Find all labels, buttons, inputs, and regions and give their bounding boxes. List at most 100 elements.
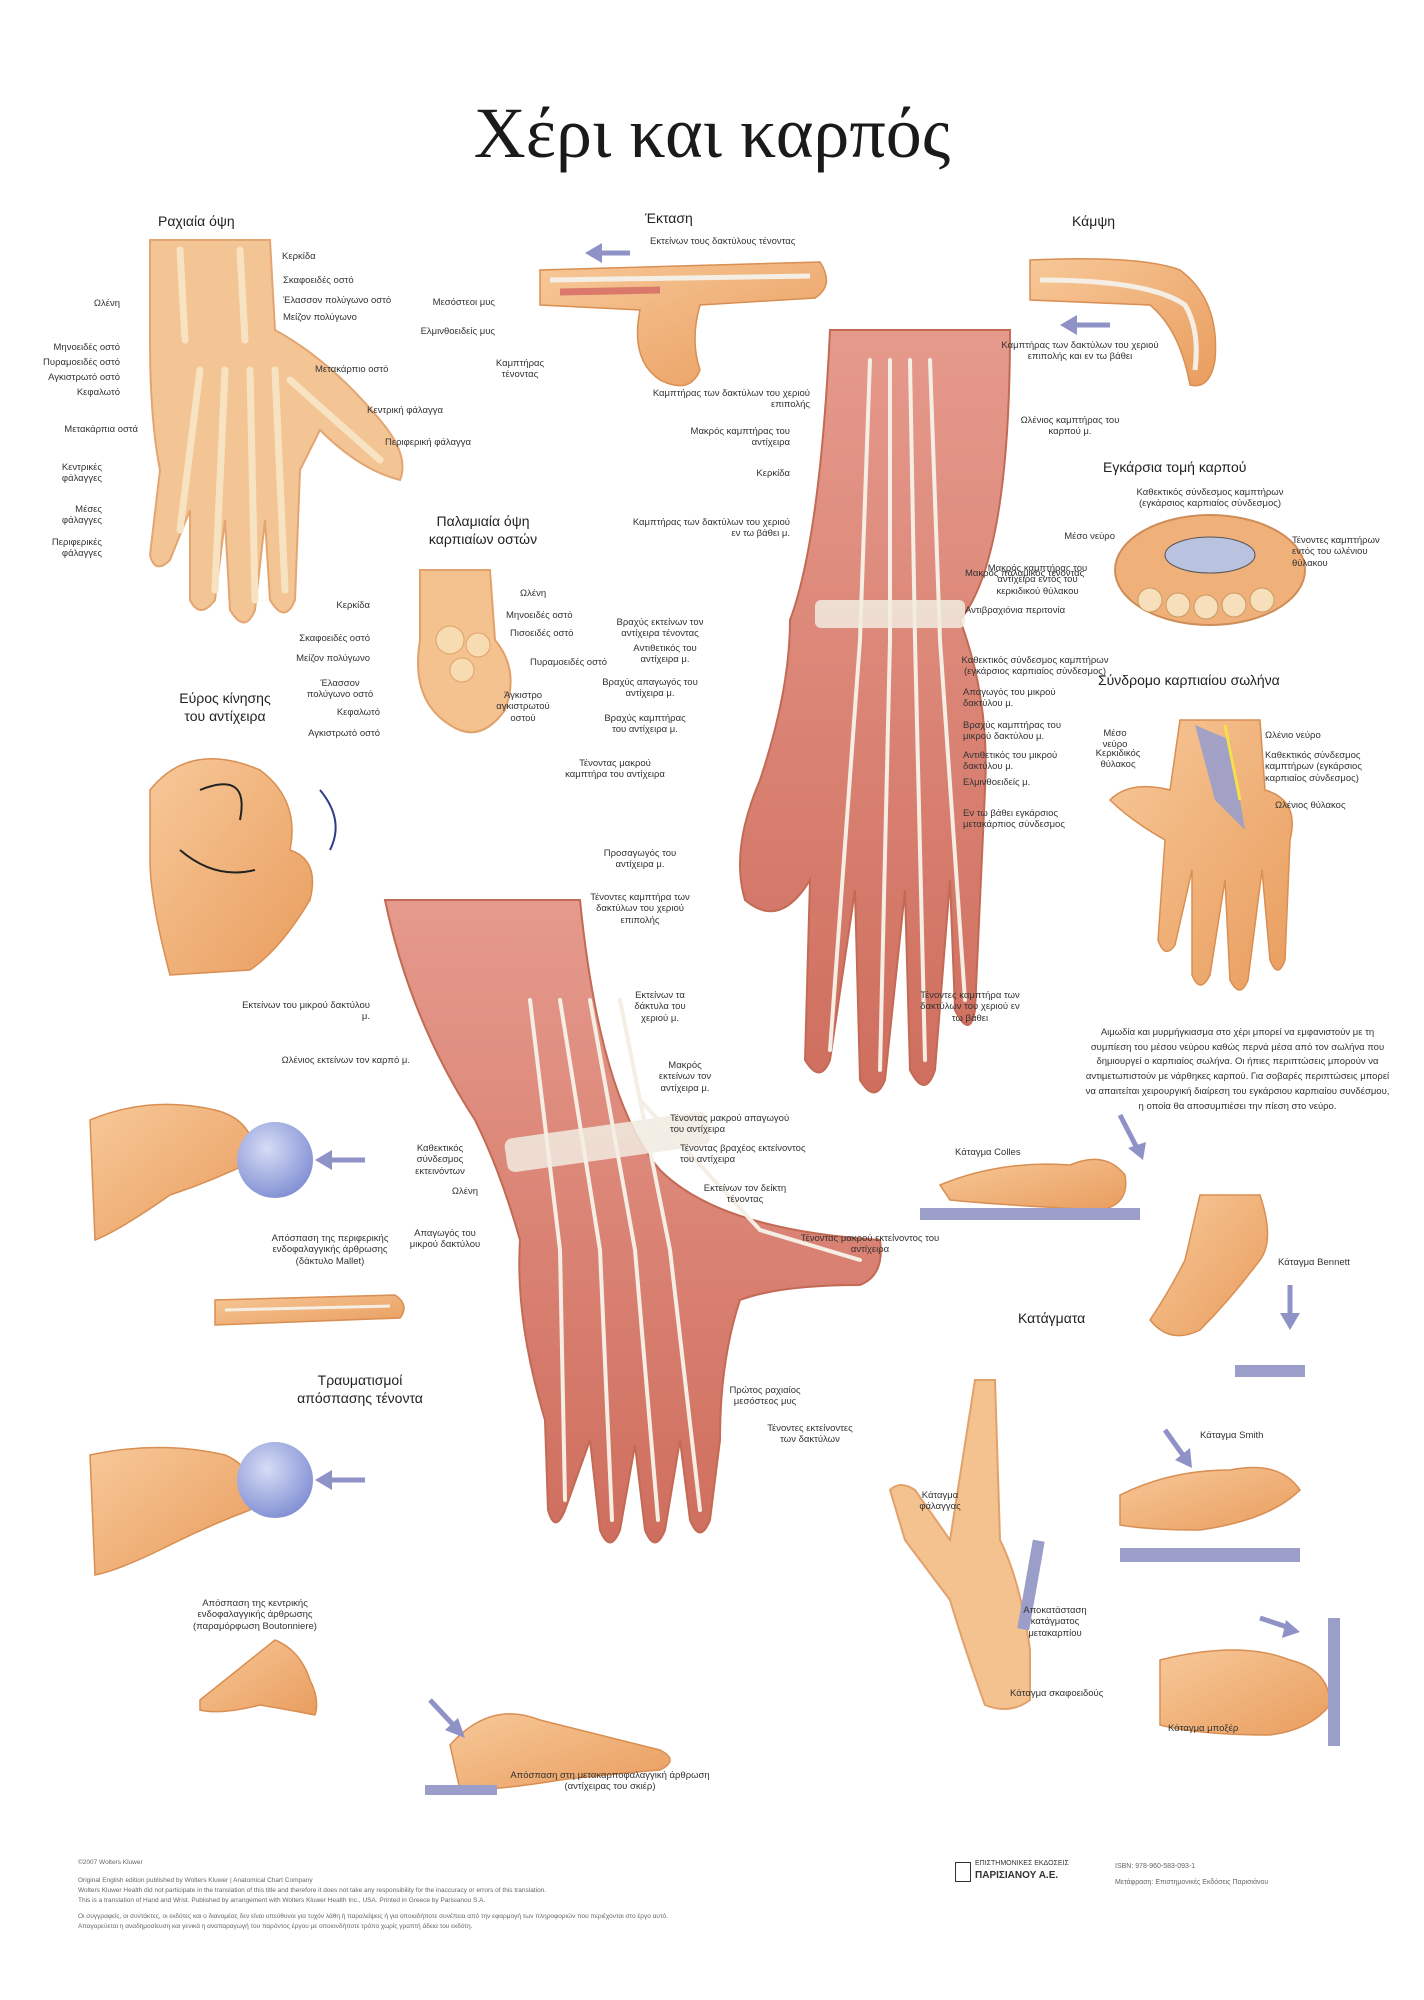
footer-translation: Μετάφραση: Επιστημονικές Εκδόσεις Παρισι… <box>1115 1879 1269 1886</box>
label-m-antibrax: Αντιβραχιόνια περιτονία <box>965 605 1066 616</box>
label-i-boutonniere: Απόσπαση της κεντρικής ενδοφαλαγγικής άρ… <box>193 1598 317 1632</box>
section-thumb-range: Εύρος κίνησης του αντίχειρα <box>165 690 285 725</box>
carpal-tunnel-hand <box>1108 719 1293 991</box>
section-extension: Έκταση <box>645 210 693 226</box>
footer-isbn: ISBN: 978-960-583-093-1 <box>1115 1863 1196 1870</box>
label-dorsal-elasson: Έλασσον πολύγωνο οστό <box>283 295 392 306</box>
label-p-pisoeides: Πισοειδές οστό <box>510 628 574 639</box>
section-tendon-injuries-line2: απόσπασης τένοντα <box>297 1389 423 1406</box>
label-dorsal-kentrikes: Κεντρικές φάλαγγες <box>61 462 102 485</box>
extension-finger <box>539 243 828 387</box>
label-p-meizon: Μείζον πολύγωνο <box>296 653 370 664</box>
label-fr-skafoeidous: Κάταγμα σκαφοειδούς <box>1010 1688 1104 1699</box>
section-tendon-injuries: Τραυματισμοί απόσπασης τένοντα <box>280 1372 440 1407</box>
label-b-ektinon-mikrou: Εκτείνων του μικρού δακτύλου μ. <box>242 1000 370 1023</box>
label-i-metakarpo: Απόσπαση στη μετακαρποφαλαγγική άρθρωση … <box>510 1770 710 1793</box>
label-i-mallet: Απόσπαση της περιφερικής ενδοφαλαγγικής … <box>271 1233 389 1267</box>
label-x-tenontes: Τένοντες καμπτήρων εντός του ωλένιου θύλ… <box>1292 535 1380 569</box>
label-p-skafoeides: Σκαφοειδές οστό <box>299 633 370 644</box>
label-c-kerkidikos: Κερκιδικός θύλακος <box>1095 748 1141 771</box>
label-m-makros-kampt: Μακρός καμπτήρας του αντίχειρα <box>690 426 790 449</box>
label-m-en-to-bathei: Εν τω βάθει εγκάρσιος μετακάρπιος σύνδεσ… <box>963 808 1065 831</box>
label-dorsal-metakarpia: Μετακάρπια οστά <box>64 424 138 435</box>
label-c-meso-neyro: Μέσο νεύρο <box>1102 728 1128 751</box>
skier-thumb-hand <box>428 1698 671 1791</box>
section-palmar-carpal-line2: καρπιαίων οστών <box>428 530 538 547</box>
thumb-range-hand <box>149 758 337 976</box>
label-b-tenontes-makrou-ekt: Τένοντας μακρού εκτείνοντος του αντίχειρ… <box>800 1233 940 1256</box>
smith-fracture-hand <box>1119 1428 1301 1531</box>
section-flexion: Κάμψη <box>1072 213 1116 229</box>
section-fractures: Κατάγματα <box>1018 1310 1086 1326</box>
label-p-kefaloto: Κεφαλωτό <box>336 707 380 718</box>
label-dorsal-kefaloto: Κεφαλωτό <box>76 387 120 398</box>
section-thumb-range-line2: του αντίχειρα <box>184 707 266 724</box>
label-m-olenios-kampt: Ωλένιος καμπτήρας του καρπού μ. <box>1020 415 1120 438</box>
label-dorsal-meses: Μέσες φάλαγγες <box>61 504 102 527</box>
footer-line4: Οι συγγραφείς, οι συντάκτες, οι εκδότες … <box>78 1913 668 1920</box>
mallet-finger <box>214 1294 405 1326</box>
label-m-brachys-ekt: Βραχύς εκτείνων τον αντίχειρα τένοντας <box>616 617 704 640</box>
label-dorsal-metakarpio: Μετακάρπιο οστό <box>315 364 389 375</box>
label-m-kathetikos: Καθεκτικός σύνδεσμος καμπτήρων (εγκάρσιο… <box>961 655 1109 678</box>
label-p-mitoeides: Μηνοειδές οστό <box>506 610 573 621</box>
colles-fracture-forearm <box>938 1113 1146 1211</box>
label-p-agkistro-apof: Άγκιστρο αγκιστρωτού οστού <box>496 690 550 724</box>
ball-grip-hand-top <box>89 1103 365 1242</box>
label-fr-bennett: Κάταγμα Bennett <box>1278 1257 1350 1268</box>
label-dorsal-agkistro: Αγκιστρωτό οστό <box>48 372 120 383</box>
section-dorsal-view: Ραχιαία όψη <box>158 213 235 229</box>
label-m-brachys-kampt-mikr: Βραχύς καμπτήρας του μικρού δακτύλου μ. <box>963 720 1062 743</box>
label-m-prosagogos: Προσαγωγός του αντίχειρα μ. <box>603 848 677 871</box>
label-c-kathetikos: Καθεκτικός σύνδεσμος καμπτήρων (εγκάρσιο… <box>1265 750 1362 784</box>
label-dorsal-meizon: Μείζον πολύγωνο <box>283 312 357 323</box>
label-b-ektinon-deikti: Εκτείνων τον δείκτη τένοντας <box>703 1183 787 1206</box>
footer-copyright: ©2007 Wolters Kluwer <box>78 1859 143 1866</box>
label-m-kampt-bathei: Καμπτήρας των δακτύλων του χεριού εν τω … <box>632 517 790 540</box>
label-fr-colles: Κάταγμα Colles <box>955 1147 1021 1158</box>
label-m-tenontes-kampt-bath: Τένοντες καμπτήρα των δακτύλων του χεριο… <box>920 990 1020 1024</box>
section-palmar-carpal-line1: Παλαμιαία όψη <box>436 513 530 529</box>
wrist-cross-section <box>1114 514 1306 626</box>
label-dorsal-pyramoeides: Πυραμοειδές οστό <box>43 357 120 368</box>
label-b-ektinon-daktyla: Εκτείνων τα δάκτυλα του χεριού μ. <box>634 990 686 1024</box>
label-m-tenontes-kampt-ep: Τένοντες καμπτήρα των δακτύλων του χεριο… <box>590 892 690 926</box>
publisher-name-line2: ΠΑΡΙΣΙΑΝΟΥ Α.Ε. <box>975 1870 1059 1881</box>
label-m-antitheikos: Αντιθετικός του αντίχειρα μ. <box>633 643 697 666</box>
label-dorsal-perifer: Περιφερική φάλαγγα <box>385 437 471 448</box>
label-b-apagogos-mikr: Απαγωγός του μικρού δακτύλου <box>409 1228 481 1251</box>
label-m-kampt-epipolis: Καμπτήρας των δακτύλων του χεριού επιπολ… <box>652 388 810 411</box>
bennett-base-plate <box>1235 1365 1305 1377</box>
footer-line5: Απαγορεύεται η αναδημοσίευση και γενικά … <box>78 1923 473 1930</box>
section-palmar-carpal: Παλαμιαία όψη καρπιαίων οστών <box>408 513 558 548</box>
label-b-kathetikos: Καθεκτικός σύνδεσμος εκτεινόντων <box>415 1143 465 1177</box>
boxer-wall-plate <box>1328 1618 1340 1746</box>
label-x-meso-neyro: Μέσο νεύρο <box>1064 531 1115 542</box>
label-fr-apokatastasi: Αποκατάσταση κατάγματος μετακαρπίου <box>1023 1605 1087 1639</box>
label-fr-boxer: Κάταγμα μποξέρ <box>1168 1723 1239 1734</box>
label-dorsal-kerkida: Κερκίδα <box>282 251 316 262</box>
label-c-oleneio-neyro: Ωλένιο νεύρο <box>1265 730 1321 741</box>
label-b-oleni: Ωλένη <box>451 1186 478 1197</box>
boxer-fracture-fist <box>1159 1615 1331 1736</box>
label-p-agkistro: Αγκιστρωτό οστό <box>308 728 380 739</box>
section-carpal-tunnel: Σύνδρομο καρπιαίου σωλήνα <box>1098 672 1280 688</box>
label-dorsal-periferikes: Περιφερικές φάλαγγες <box>51 537 102 560</box>
label-b-makros-ektinon: Μακρός εκτείνων τον αντίχειρα μ. <box>658 1060 712 1094</box>
palmar-carpal-bones <box>417 569 512 734</box>
label-ext-kampteras: Καμπτήρας τένοντας <box>495 358 545 381</box>
metacarpal-skeleton-hand <box>888 1379 1045 1710</box>
label-b-protos-raxiaios: Πρώτος ραχιαίος μεσόστεος μυς <box>729 1385 801 1408</box>
label-dorsal-mitoeides: Μηνοειδές οστό <box>53 342 121 353</box>
publisher-logo-icon <box>955 1862 971 1882</box>
label-dorsal-skafoeides: Σκαφοειδές οστό <box>283 275 354 286</box>
label-p-oleni: Ωλένη <box>520 588 547 599</box>
palmar-muscle-hand <box>739 329 1012 1094</box>
label-fr-smith: Κάταγμα Smith <box>1200 1430 1264 1441</box>
flexion-finger <box>1029 258 1217 387</box>
label-dorsal-kentriki: Κεντρική φάλαγγα <box>367 405 444 416</box>
dorsal-muscle-hand <box>383 899 882 1544</box>
label-p-kerkida: Κερκίδα <box>336 600 370 611</box>
label-m-kerkida: Κερκίδα <box>756 468 790 479</box>
